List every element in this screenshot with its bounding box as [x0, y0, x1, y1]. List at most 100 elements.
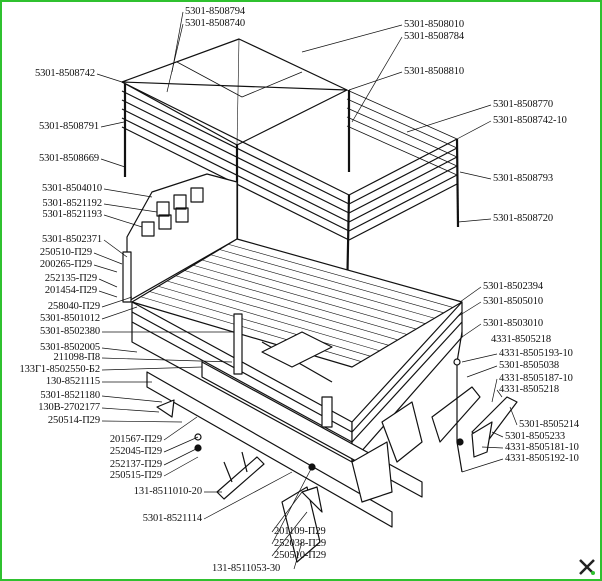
part-label: 5301-8503010 [483, 318, 544, 329]
part-label: 5301-8502371 [41, 234, 102, 245]
leader-line [456, 120, 492, 140]
leader-line [163, 436, 199, 453]
leader-line [351, 36, 403, 123]
part-label: 252045-П29 [109, 446, 162, 457]
leader-line [101, 407, 160, 413]
part-label: 5301-8504010 [41, 183, 102, 194]
part-label: 252137-П29 [109, 459, 162, 470]
leader-line [348, 71, 403, 91]
part-label: 131-8511053-30 [212, 563, 281, 574]
leader-line [459, 286, 482, 303]
part-label: 201454-П29 [44, 285, 97, 296]
leader-line [96, 73, 123, 83]
part-label: 250515-П29 [109, 470, 162, 481]
leader-line [103, 188, 153, 198]
leader-line [461, 458, 504, 473]
leader-line [98, 278, 118, 288]
part-label: 200265-П29 [39, 259, 92, 270]
leader-line [101, 395, 163, 403]
leader-line [271, 511, 308, 557]
part-label: 5301-8521192 [42, 198, 102, 209]
part-label: 5301-8508742-10 [493, 115, 567, 126]
leader-line [459, 171, 492, 180]
leader-line [163, 456, 199, 477]
part-label: 4331-8505218 [491, 334, 552, 345]
tools-logo-icon [579, 559, 595, 575]
part-label: 5301-8508793 [493, 173, 554, 184]
leader-line [203, 471, 293, 520]
part-label: 258040-П29 [47, 301, 100, 312]
leader-line [163, 416, 198, 441]
leader-line [496, 389, 503, 398]
part-label: 5301-8521180 [40, 390, 100, 401]
leader-line [271, 491, 303, 533]
part-label: 131-8511010-20 [133, 486, 202, 497]
leader-line [301, 24, 403, 53]
part-label: 5301-8508784 [404, 31, 465, 42]
leader-line [101, 347, 138, 353]
leader-line [100, 121, 125, 128]
part-label: 211098-П8 [53, 352, 100, 363]
leader-line [103, 214, 143, 228]
part-label: 252135-П29 [44, 273, 97, 284]
part-label: 5301-8508740 [185, 18, 246, 29]
canopy-top [121, 38, 348, 146]
part-label: 5301-8505010 [483, 296, 544, 307]
leader-line [101, 296, 133, 308]
part-label: 5301-8508742 [34, 68, 95, 79]
part-label: 5301-8508810 [404, 66, 465, 77]
part-label: 5301-8508720 [493, 213, 554, 224]
part-label: 4331-8505192-10 [505, 453, 579, 464]
part-label: 5301-8521193 [42, 209, 102, 220]
part-label: 133Г1-8502550-Б2 [19, 364, 101, 375]
part-label: 5301-8508770 [493, 99, 554, 110]
part-label: 5301-8505038 [499, 360, 560, 371]
leader-line [509, 406, 518, 426]
part-label: 130В-2702177 [38, 402, 100, 413]
leader-line [461, 323, 482, 338]
part-label: 5301-8521114 [142, 513, 202, 524]
leader-line [271, 466, 313, 545]
chassis-frame [146, 331, 423, 528]
tailgate-lock-parts [431, 331, 518, 473]
leader-line [163, 447, 199, 466]
leader-line [101, 420, 183, 423]
part-label: 4331-8505218 [499, 384, 560, 395]
part-label: 201109-П29 [274, 526, 326, 537]
front-board [122, 173, 238, 303]
part-label: 4331-8505187-10 [499, 373, 573, 384]
leader-line [98, 290, 118, 298]
part-label: 250514-П29 [47, 415, 100, 426]
leader-line [166, 23, 184, 93]
part-label: 252038-П29 [274, 538, 327, 549]
leader-line [103, 239, 128, 258]
part-label: 250510-П29 [39, 247, 92, 258]
leader-line [456, 301, 482, 318]
part-label: 5301-8508791 [38, 121, 99, 132]
part-label: 5301-8502394 [483, 281, 544, 292]
part-label: 5301-8502005 [39, 342, 100, 353]
leader-line [101, 357, 233, 363]
leader-line [406, 104, 492, 133]
leader-line [457, 218, 492, 223]
part-label: 5301-8501012 [39, 313, 100, 324]
part-label: 201567-П29 [109, 434, 162, 445]
part-label: 5301-8502380 [39, 326, 100, 337]
part-label: 4331-8505181-10 [505, 442, 579, 453]
leader-line [461, 353, 498, 363]
part-label: 5301-8508010 [404, 19, 465, 30]
part-label: 5301-8508794 [185, 6, 246, 17]
part-label: 250510-П29 [274, 550, 327, 561]
leader-line [491, 378, 498, 403]
part-label: 130-8521115 [45, 376, 100, 387]
leader-line [100, 158, 126, 168]
leader-line [293, 541, 303, 570]
leader-line [101, 306, 138, 320]
part-label: 5301-8505214 [519, 419, 580, 430]
leader-line [491, 431, 504, 438]
leader-line [101, 366, 203, 371]
leader-line [93, 252, 123, 265]
part-label: 5301-8508669 [38, 153, 99, 164]
